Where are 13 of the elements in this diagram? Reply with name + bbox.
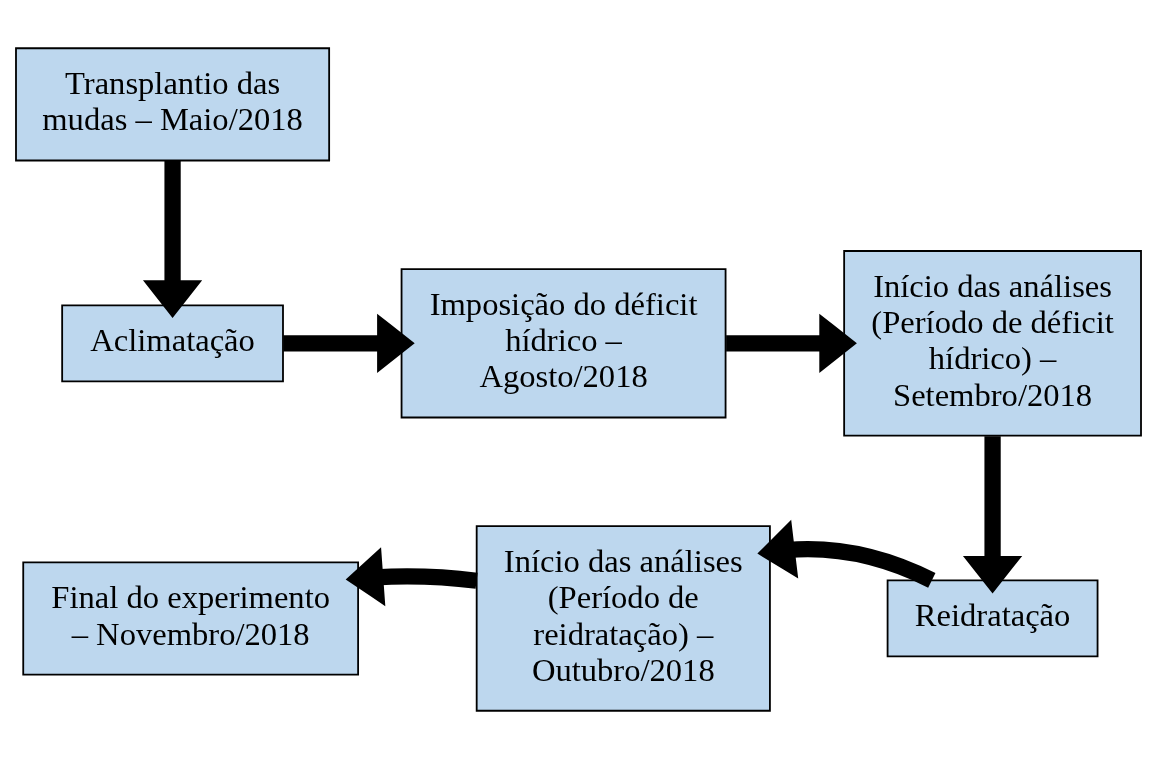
node-box: Transplantio das mudas – Maio/2018: [15, 46, 331, 161]
node-box: Aclimatação: [61, 303, 284, 382]
node-box: Final do experimento – Novembro/2018: [22, 560, 359, 675]
arrow: [345, 546, 478, 606]
node-box: Início das análises (Período de déficit hídrico) – Setembro/2018: [843, 249, 1142, 436]
arrow: [142, 160, 203, 318]
node-box: Reidratação: [886, 579, 1099, 657]
arrow: [283, 313, 415, 373]
arrow: [962, 435, 1023, 594]
arrow: [757, 519, 936, 588]
arrow: [726, 313, 857, 373]
node-box: Início das análises (Período de reidratação) – Outubro/2018: [475, 524, 771, 712]
node-box: Imposição do déficit hídrico – Agosto/2018: [400, 267, 727, 418]
